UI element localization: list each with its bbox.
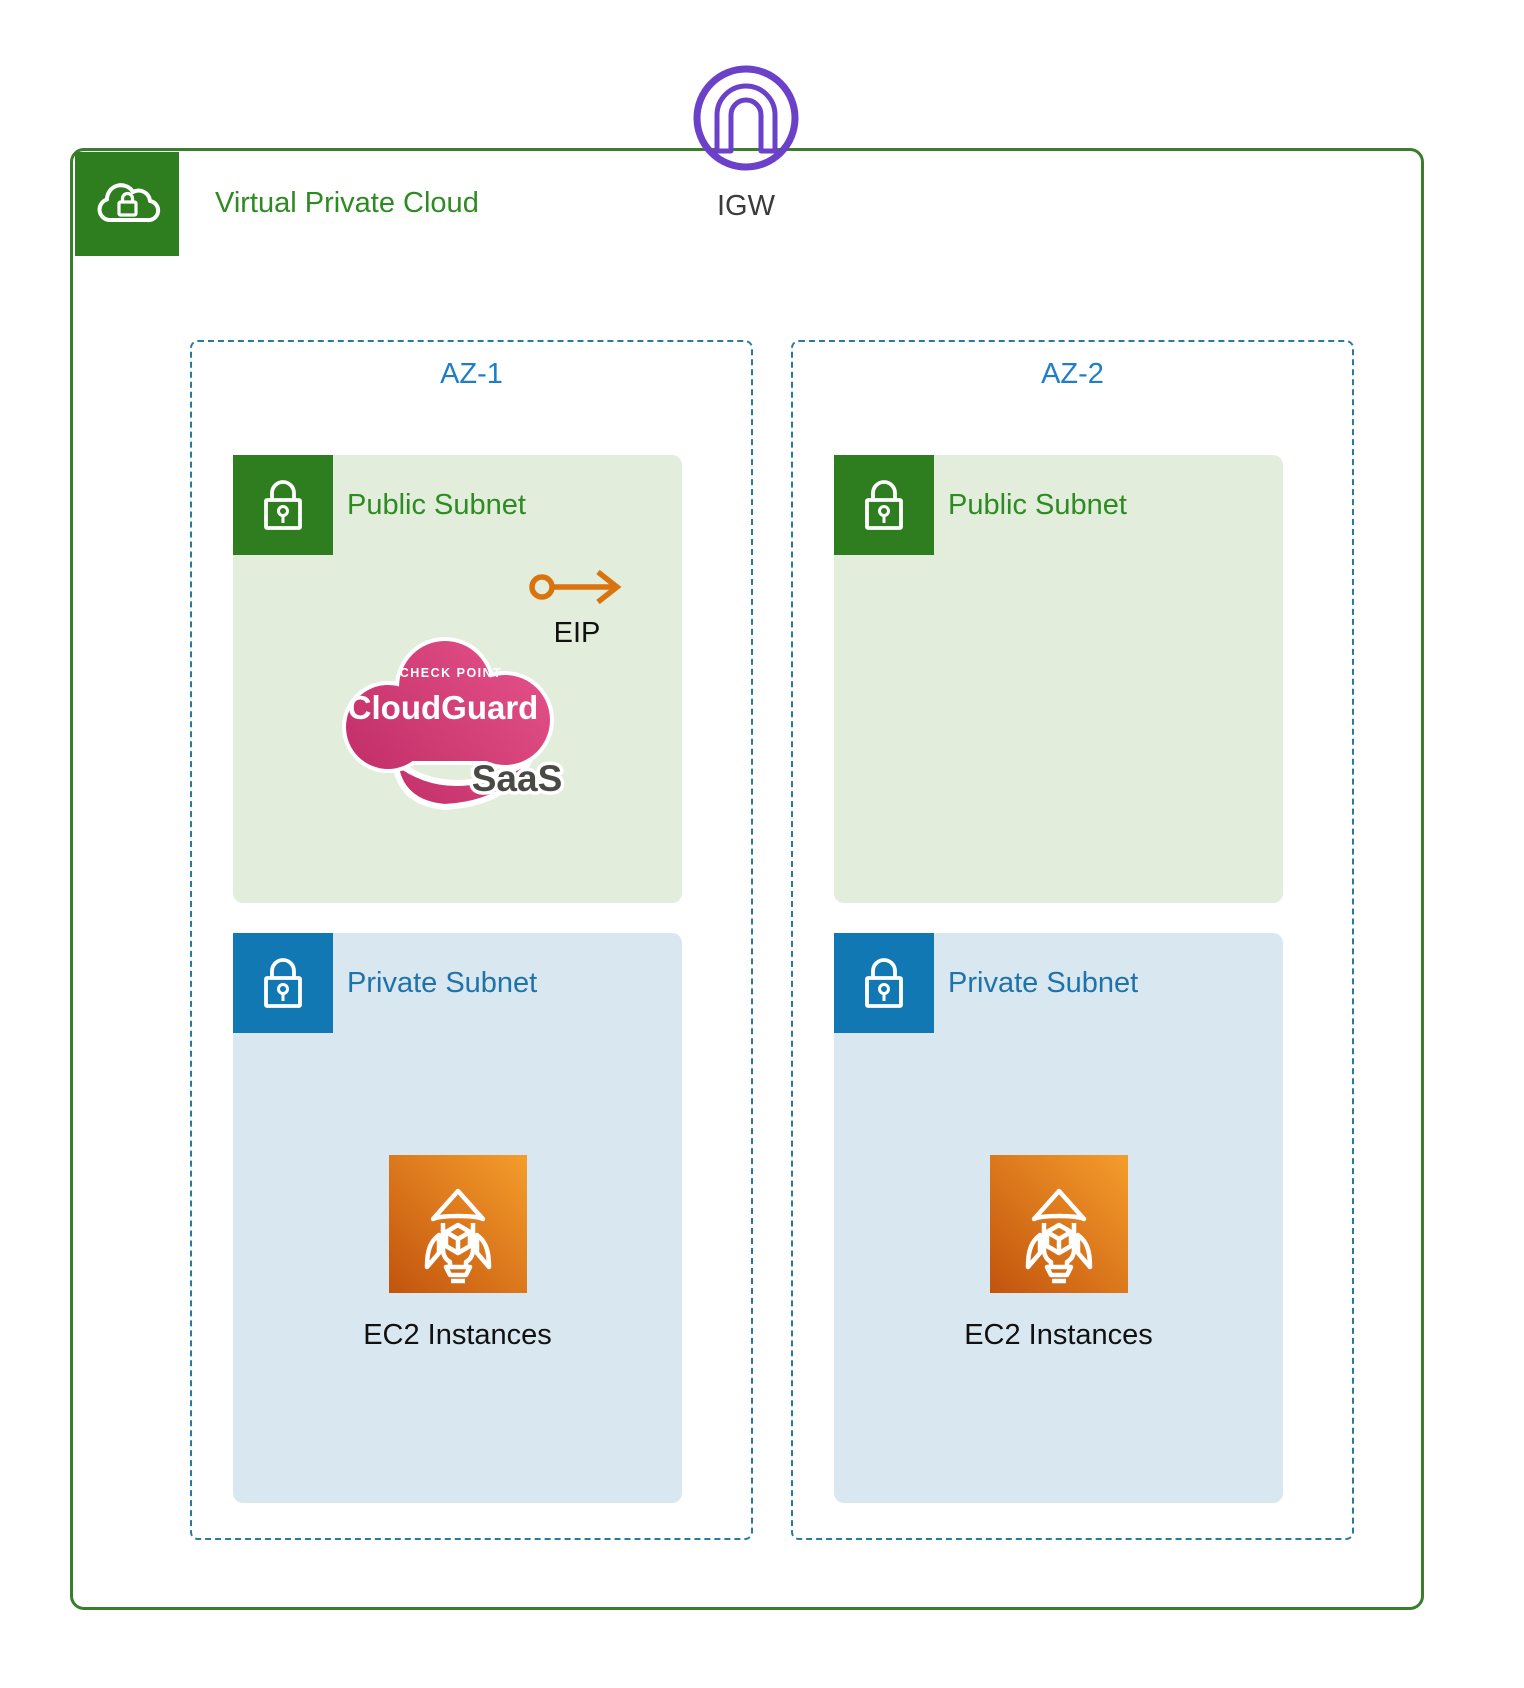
igw-node: IGW <box>680 53 812 223</box>
elastic-ip-icon <box>529 569 622 605</box>
az2-public-subnet-label: Public Subnet <box>948 489 1127 521</box>
internet-gateway-icon <box>693 65 799 171</box>
az2-public-subnet-badge <box>834 455 934 555</box>
az-2-title: AZ-2 <box>1041 358 1104 390</box>
public-subnet-lock-icon <box>865 480 903 530</box>
az1-ec2-label: EC2 Instances <box>363 1319 552 1351</box>
az2-public-subnet: Public Subnet <box>834 455 1283 903</box>
cloudguard-edition-text: SaaS <box>472 758 563 799</box>
vpc-label: Virtual Private Cloud <box>215 187 479 219</box>
az1-public-subnet: Public Subnet EIP <box>233 455 682 903</box>
az1-private-subnet-badge <box>233 933 333 1033</box>
igw-label: IGW <box>717 190 775 222</box>
cloudguard-product-text: CloudGuard <box>348 689 539 726</box>
ec2-instances-icon <box>388 1155 527 1293</box>
cloudguard-cloud-shape <box>346 641 550 769</box>
private-subnet-lock-icon <box>865 958 903 1008</box>
az2-private-subnet: Private Subnet <box>834 933 1283 1503</box>
az1-public-subnet-badge <box>233 455 333 555</box>
az-2-container: AZ-2 Public Subnet <box>791 340 1354 1540</box>
az2-ec2-label: EC2 Instances <box>964 1319 1153 1351</box>
public-subnet-lock-icon <box>264 480 302 530</box>
az1-ec2-node: EC2 Instances <box>233 1155 682 1352</box>
az1-public-subnet-label: Public Subnet <box>347 489 526 521</box>
eip-label: EIP <box>553 617 601 649</box>
az1-private-subnet: Private Subnet <box>233 933 682 1503</box>
cloudguard-tail-swoosh <box>391 753 536 811</box>
vpc-container: Virtual Private Cloud AZ-1 Public Subnet <box>70 148 1424 1610</box>
az2-private-subnet-label: Private Subnet <box>948 967 1139 999</box>
cloudguard-brand-text: CHECK POINT <box>400 666 503 680</box>
az-1-title: AZ-1 <box>440 358 503 390</box>
cloudguard-saas-node: CHECK POINT CloudGuard SaaS <box>333 613 575 815</box>
vpc-icon-badge <box>75 152 179 256</box>
az2-private-subnet-badge <box>834 933 934 1033</box>
private-subnet-lock-icon <box>264 958 302 1008</box>
ec2-instances-icon <box>989 1155 1128 1293</box>
vpc-cloud-lock-icon <box>97 183 161 223</box>
az-1-container: AZ-1 Public Subnet <box>190 340 753 1540</box>
az1-private-subnet-label: Private Subnet <box>347 967 538 999</box>
eip-node: EIP <box>517 565 637 650</box>
az2-ec2-node: EC2 Instances <box>834 1155 1283 1352</box>
cloudguard-logo: CHECK POINT CloudGuard SaaS <box>342 637 566 811</box>
